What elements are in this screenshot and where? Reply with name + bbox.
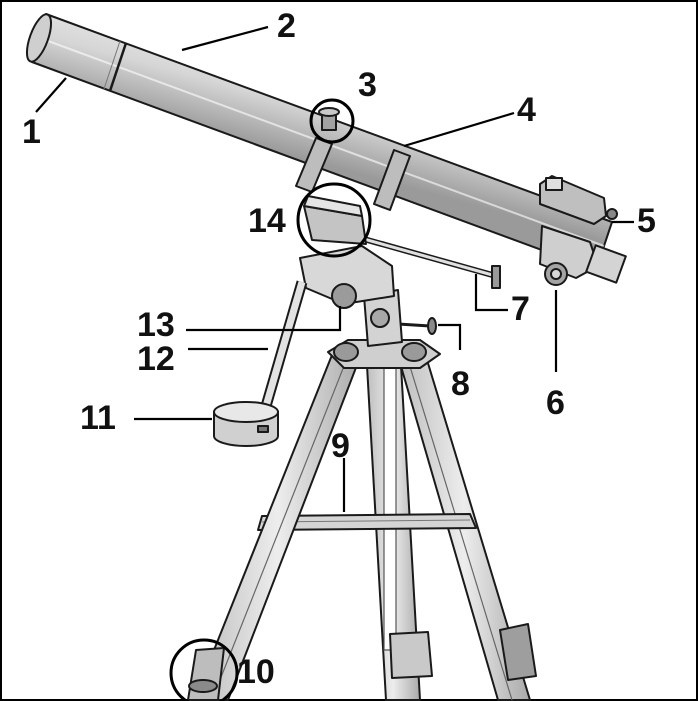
leader-2	[181, 25, 269, 52]
eyepiece	[585, 244, 627, 284]
label-11: 11	[80, 399, 116, 437]
highlight-circle-3	[309, 98, 355, 144]
equatorial-head	[299, 245, 395, 305]
label-3: 3	[358, 66, 377, 104]
leader-7	[474, 274, 508, 312]
leader-1	[35, 77, 67, 113]
label-7: 7	[511, 290, 530, 328]
label-13: 13	[137, 306, 175, 344]
label-9: 9	[331, 427, 350, 465]
objective-end	[25, 13, 53, 63]
label-14: 14	[248, 202, 286, 240]
label-8: 8	[451, 365, 470, 403]
label-6: 6	[546, 384, 565, 422]
dew-shield-seam	[108, 42, 128, 92]
leader-lines	[35, 25, 634, 512]
tripod	[187, 339, 537, 701]
latitude-knob	[331, 283, 357, 309]
azimuth-lock-knob	[427, 317, 437, 335]
leader-8	[438, 323, 462, 350]
label-12: 12	[137, 340, 175, 378]
accessory-tray	[257, 513, 477, 531]
label-4: 4	[517, 91, 536, 129]
highlight-circle-14	[296, 182, 372, 258]
highlight-circles	[169, 98, 372, 701]
optical-tube	[25, 13, 627, 286]
label-2: 2	[277, 7, 296, 45]
highlight-circle-10	[169, 638, 239, 701]
leader-13	[186, 306, 342, 332]
mount	[213, 195, 501, 447]
tube-ring-rear	[373, 149, 411, 211]
label-10: 10	[237, 653, 275, 691]
leg-lock-knob	[188, 679, 218, 693]
label-5: 5	[637, 202, 656, 240]
leader-4	[403, 111, 515, 148]
label-1: 1	[22, 113, 41, 151]
